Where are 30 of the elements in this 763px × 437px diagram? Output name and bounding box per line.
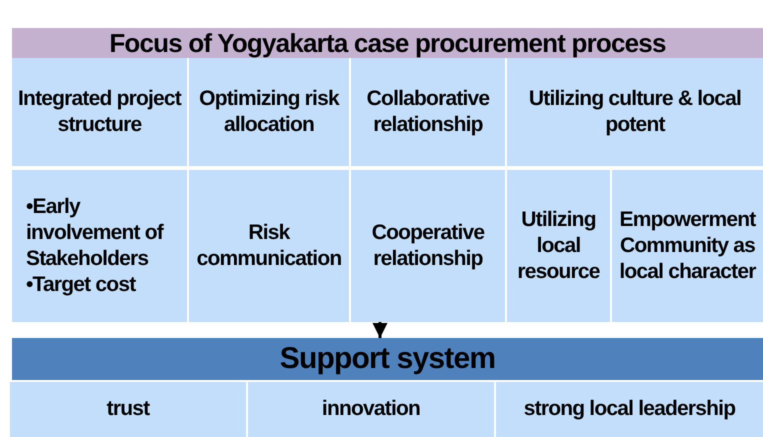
header-band (12, 28, 763, 58)
band-title: Focus of Yogyakarta case procurement process (109, 26, 666, 60)
cell-text: strong local leadership (524, 396, 736, 422)
cell-text: Cooperative relationship (370, 220, 486, 272)
table-cell (189, 170, 349, 322)
table-cell (351, 170, 505, 322)
band-title: Support system (280, 341, 496, 378)
column-header (189, 58, 349, 166)
cell-text: Risk communication (196, 220, 342, 272)
cell-text: trust (106, 396, 150, 422)
cell-text: Collaborative relationship (366, 86, 490, 138)
cell-text: Integrated project structure (17, 86, 182, 138)
table-cell (507, 170, 610, 322)
header-band (12, 338, 763, 380)
table-cell (10, 382, 246, 437)
table-cell (248, 382, 494, 437)
table-cell (12, 170, 187, 322)
column-header (507, 58, 763, 166)
arrow (372, 322, 388, 338)
column-header (12, 58, 187, 166)
table-cell (496, 382, 763, 437)
bullet-item: •Early involvement of Stakeholders (26, 194, 165, 272)
cell-text: Utilizing local resource (516, 206, 601, 286)
cell-text: innovation (322, 396, 420, 422)
cell-text: Utilizing culture & local potent (528, 86, 742, 138)
cell-text: Empowerment Community as local character (618, 206, 758, 286)
cell-text: Optimizing risk allocation (198, 86, 340, 138)
table-cell (612, 170, 763, 322)
bullet-item: •Target cost (26, 272, 136, 298)
column-header (351, 58, 505, 166)
